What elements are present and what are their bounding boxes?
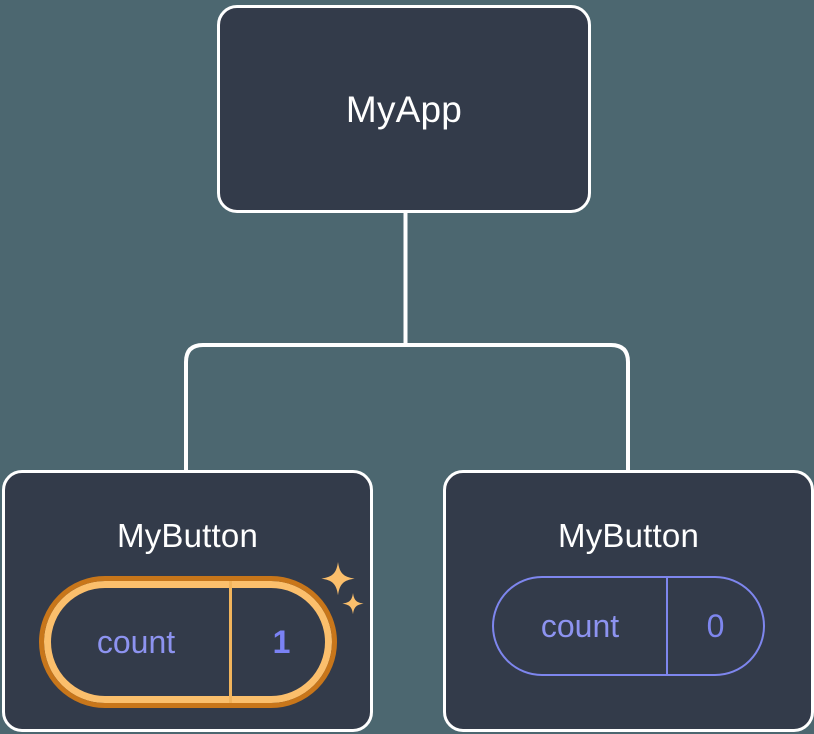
- component-node-root-label: MyApp: [345, 88, 463, 130]
- state-pill-value: 0: [666, 578, 763, 674]
- component-node-child-right[interactable]: MyButton count 0: [443, 470, 814, 732]
- connector-branch-left: [184, 343, 406, 472]
- component-node-child-left[interactable]: MyButton count 1: [2, 470, 373, 732]
- state-pill-idle[interactable]: count 0: [492, 576, 765, 676]
- connector-branch-right: [405, 343, 630, 472]
- state-pill-wrapper-left: count 1: [5, 576, 370, 708]
- state-pill-highlighted[interactable]: count 1: [38, 576, 337, 708]
- component-node-root[interactable]: MyApp: [217, 5, 591, 213]
- state-pill-key: count: [540, 608, 620, 644]
- component-node-child-left-label: MyButton: [117, 517, 258, 554]
- state-pill-key: count: [96, 624, 176, 660]
- state-pill-wrapper-right: count 0: [446, 576, 811, 676]
- component-node-child-right-label: MyButton: [558, 517, 699, 554]
- state-pill-value: 1: [228, 581, 332, 703]
